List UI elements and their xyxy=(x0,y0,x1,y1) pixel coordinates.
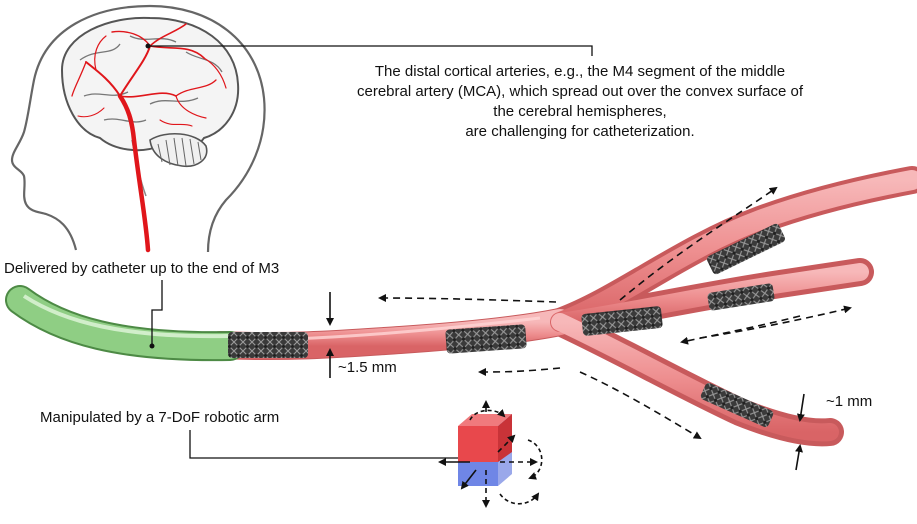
diameter-markers xyxy=(326,292,805,471)
stent-icon xyxy=(707,223,785,275)
arrow-icon xyxy=(680,315,801,345)
stent-icon xyxy=(700,383,774,427)
robot-leader xyxy=(189,430,462,459)
arrow-icon xyxy=(699,305,852,339)
arrow-icon xyxy=(478,367,561,376)
stent-icon xyxy=(707,283,775,311)
vessel-tree xyxy=(206,166,917,447)
robot-cube-icon xyxy=(438,400,543,508)
arrow-icon xyxy=(619,186,778,301)
description-text: The distal cortical arteries, e.g., the … xyxy=(300,62,860,142)
robot-arm-label: Manipulated by a 7-DoF robotic arm xyxy=(40,409,280,426)
head-outline xyxy=(10,4,151,251)
description-line: cerebral artery (MCA), which spread out … xyxy=(356,83,804,100)
catheter-label: Delivered by catheter up to the end of M… xyxy=(4,260,280,277)
stent-icon xyxy=(228,332,308,358)
arrow-icon xyxy=(378,294,557,303)
description-leader xyxy=(148,45,593,56)
description-line: are challenging for catheterization. xyxy=(465,123,695,140)
diameter-m4-label: ~1 mm xyxy=(826,393,873,410)
cerebellum xyxy=(149,132,208,168)
head-brain-icon xyxy=(10,4,266,253)
cerebral-arteries xyxy=(71,23,227,253)
arrow-icon xyxy=(579,371,702,440)
catheter xyxy=(5,285,245,362)
stent-icon xyxy=(445,324,527,354)
catheter-leader xyxy=(151,280,163,346)
stents xyxy=(228,223,785,427)
head-back-outline xyxy=(149,4,266,253)
description-line: The distal cortical arteries, e.g., the … xyxy=(374,63,786,80)
diameter-m3-label: ~1.5 mm xyxy=(338,359,397,376)
description-line: the cerebral hemispheres, xyxy=(493,103,667,120)
motion-arrows xyxy=(378,186,852,440)
stent-icon xyxy=(581,306,663,336)
